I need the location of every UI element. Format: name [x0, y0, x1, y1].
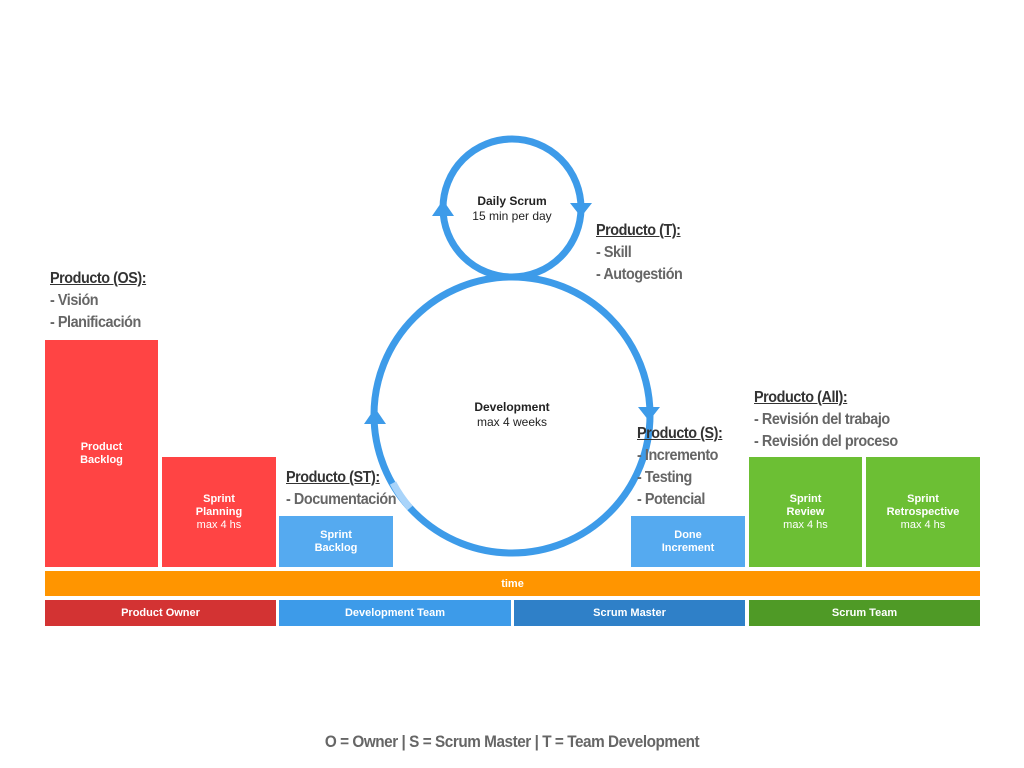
role-legend: O = Owner | S = Scrum Master | T = Team … — [324, 732, 700, 751]
note-heading: Producto (S): — [637, 425, 723, 442]
sprint-retrospective-block: Sprint Retrospective max 4 hs — [866, 457, 980, 567]
daily-arrow-up-icon — [432, 200, 454, 216]
sprint-review-line2: Review — [786, 505, 825, 518]
note-item: - Testing — [637, 469, 692, 486]
role-bar-product-owner: Product Owner — [45, 600, 276, 626]
note-item: - Revisión del proceso — [754, 433, 898, 450]
sprint-planning-line1: Sprint — [203, 492, 235, 505]
sprint-planning-block: Sprint Planning max 4 hs — [162, 457, 276, 567]
sprint-review-line1: Sprint — [789, 492, 822, 505]
note-item: - Revisión del trabajo — [754, 411, 890, 428]
development-loop-faded-segment — [389, 481, 413, 511]
note-team: Producto (T): - Skill - Autogestión — [596, 220, 683, 286]
role-bar-scrum-master: Scrum Master — [514, 600, 745, 626]
note-heading: Producto (OS): — [50, 270, 147, 287]
sprint-review-duration: max 4 hs — [783, 518, 828, 531]
note-heading: Producto (T): — [596, 222, 681, 239]
development-title: Development — [474, 400, 550, 414]
role-label: Scrum Team — [831, 607, 898, 619]
done-increment-block: Done Increment — [631, 516, 745, 567]
note-owner-scrum-team: Producto (OS): - Visión - Planificación — [50, 268, 147, 334]
note-scrum-master: Producto (S): - Incremento - Testing - P… — [637, 423, 723, 511]
development-duration: max 4 weeks — [476, 415, 548, 429]
note-item: - Planificación — [50, 314, 141, 331]
sprint-planning-line2: Planning — [195, 505, 243, 518]
done-increment-line1: Done — [674, 528, 702, 541]
note-heading: Producto (All): — [754, 389, 848, 406]
note-item: - Documentación — [286, 491, 397, 508]
development-arrow-up-icon — [364, 408, 386, 424]
role-label: Scrum Master — [593, 607, 666, 619]
note-item: - Skill — [596, 244, 632, 261]
note-item: - Visión — [50, 292, 99, 309]
sprint-review-block: Sprint Review max 4 hs — [749, 457, 862, 567]
role-bar-scrum-team: Scrum Team — [749, 600, 980, 626]
done-increment-line2: Increment — [661, 541, 715, 554]
daily-scrum-label: Daily Scrum 15 min per day — [452, 194, 572, 224]
sprint-backlog-block: Sprint Backlog — [279, 516, 393, 567]
role-label: Product Owner — [121, 607, 200, 619]
time-label: time — [501, 577, 524, 590]
daily-arrow-down-icon — [570, 203, 592, 217]
daily-scrum-title: Daily Scrum — [477, 194, 547, 208]
note-scrum-team: Producto (ST): - Documentación — [286, 467, 397, 511]
product-backlog-line1: Product — [80, 440, 123, 453]
sprint-retrospective-line2: Retrospective — [886, 505, 960, 518]
role-label: Development Team — [344, 607, 446, 619]
time-bar: time — [45, 571, 980, 596]
sprint-retrospective-duration: max 4 hs — [900, 518, 946, 531]
sprint-backlog-line1: Sprint — [320, 528, 352, 541]
note-item: - Autogestión — [596, 266, 683, 283]
development-arrow-down-icon — [638, 407, 660, 421]
sprint-retrospective-line1: Sprint — [907, 492, 939, 505]
note-item: - Incremento — [637, 447, 719, 464]
note-heading: Producto (ST): — [286, 469, 380, 486]
daily-scrum-duration: 15 min per day — [472, 209, 552, 223]
note-all: Producto (All): - Revisión del trabajo -… — [754, 387, 898, 453]
sprint-backlog-line2: Backlog — [314, 541, 358, 554]
role-bar-development-team: Development Team — [279, 600, 511, 626]
product-backlog-block: Product Backlog — [45, 340, 158, 567]
development-label: Development max 4 weeks — [452, 400, 572, 430]
sprint-planning-duration: max 4 hs — [196, 518, 242, 531]
product-backlog-line2: Backlog — [80, 453, 123, 466]
note-item: - Potencial — [637, 491, 705, 508]
